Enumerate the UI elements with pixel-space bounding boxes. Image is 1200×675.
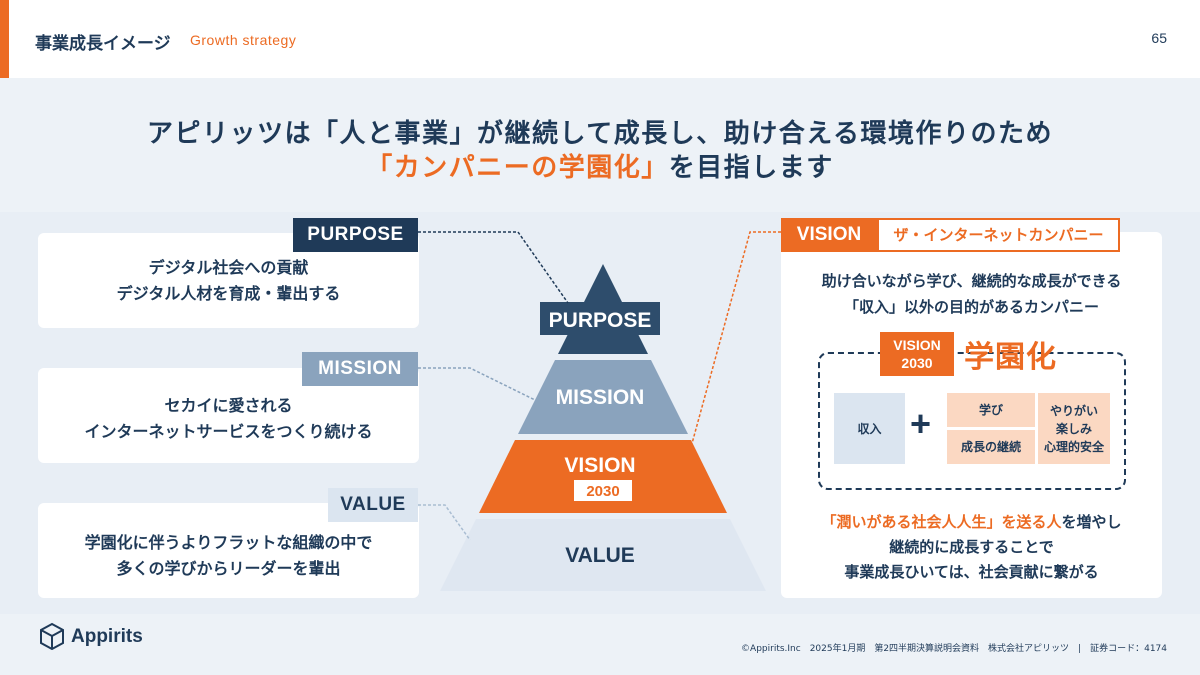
pyramid-vision-year: 2030 [586,483,619,500]
purpose-card: デジタル社会への貢献 デジタル人材を育成・輩出する [38,233,419,328]
pyramid-purpose-text: PURPOSE [549,309,652,332]
pyramid-mission-tier [518,360,688,434]
growth-cell: 成長の継続 [947,430,1035,464]
learn-cell: 学び [947,393,1035,427]
page-number: 65 [1151,30,1167,46]
gakuen-heading: 学園化 [964,340,1057,375]
worth-line-1: やりがい [1049,403,1098,418]
mission-text-1: セカイに愛される [164,396,293,415]
vision-bottom-3: 事業成長ひいては、社会貢献に繋がる [844,563,1099,581]
badge-line-2: 2030 [901,355,933,371]
purpose-label: PURPOSE [293,218,418,252]
worth-line-3: 心理的安全 [1043,439,1104,454]
page-subtitle: Growth strategy [190,32,297,48]
value-label: VALUE [328,488,418,522]
pyramid-vision-year-bg [574,480,632,501]
purpose-text-2: デジタル人材を育成・輩出する [116,284,341,303]
plus-sign: + [910,403,932,444]
vision-connector [687,231,781,459]
vision-2030-badge: VISION 2030 [880,332,954,376]
gakuen-dashed-box [818,352,1126,490]
purpose-connector [418,231,569,304]
mission-connector [418,367,536,401]
badge-line-1: VISION [893,337,941,353]
pyramid-vision-text: VISION [564,454,635,477]
headline-line-2: 「カンパニーの学園化」を目指します [0,147,1200,184]
vision-tagline: ザ・インターネットカンパニー [877,218,1120,252]
header-bar [0,0,1200,78]
vision-desc-1: 助け合いながら学び、継続的な成長ができる [821,272,1122,290]
worth-cell: やりがい 楽しみ 心理的安全 [1038,393,1110,464]
mission-label: MISSION [302,352,418,386]
appirits-logo-text: Appirits [71,626,143,647]
purpose-text-1: デジタル社会への貢献 [148,258,309,277]
footer-text: ©Appirits.Inc 2025年1月期 第2四半期決算説明会資料 株式会社… [741,644,1167,654]
headline-line-1: アピリッツは「人と事業」が継続して成長し、助け合える環境作りのため [147,119,1053,149]
income-cell: 収入 [834,393,905,464]
appirits-logo-icon [40,622,64,650]
vision-bottom-1: 「潤いがある社会人人生」を送る人を増やし [781,511,1162,532]
vision-label: VISION [781,218,877,252]
vision-desc-2: 「収入」以外の目的があるカンパニー [843,298,1099,316]
vision-bottom-emphasis: 「潤いがある社会人人生」を送る人 [821,513,1062,531]
value-connector [418,504,471,541]
header-accent-bar [0,0,9,78]
worth-line-2: 楽しみ [1055,421,1092,436]
pyramid-mission-text: MISSION [556,386,645,409]
headline-line-2-rest: を目指します [668,153,834,183]
vision-bottom-2: 継続的に成長することで [889,538,1054,556]
pyramid-vision-tier [479,440,727,513]
page-title: 事業成長イメージ [35,34,171,54]
mission-text-2: インターネットサービスをつくり続ける [84,422,373,441]
pyramid-value-text: VALUE [565,544,635,567]
vision-bottom-1-rest: を増やし [1061,513,1122,531]
headline-emphasis: 「カンパニーの学園化」 [366,153,669,183]
pyramid-purpose-label-bg [540,302,660,335]
value-text-1: 学園化に伴うよりフラットな組織の中で [84,533,373,552]
value-text-2: 多くの学びからリーダーを輩出 [116,559,341,578]
pyramid-value-tier [440,519,766,591]
